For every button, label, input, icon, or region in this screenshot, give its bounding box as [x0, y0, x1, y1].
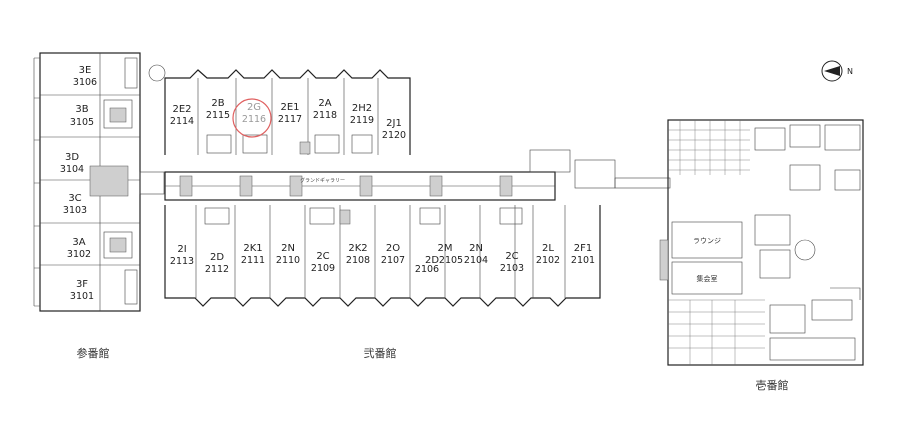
unit-number: 2102 — [536, 255, 560, 266]
unit-number: 3105 — [70, 117, 94, 128]
unit-code: 2C — [316, 251, 329, 262]
lounge-label: ラウンジ — [693, 237, 721, 245]
garden-tree — [148, 64, 166, 82]
unit-code: 2G — [247, 102, 261, 113]
unit-number: 2118 — [313, 110, 337, 121]
unit-number: 2105 — [439, 255, 463, 266]
unit-code: 3C — [68, 193, 81, 204]
unit-code: 3E — [79, 65, 92, 76]
unit-code: 2K1 — [243, 243, 262, 254]
unit-number: 2119 — [350, 115, 374, 126]
unit-number: 3101 — [70, 291, 94, 302]
unit-code: 2E2 — [172, 104, 191, 115]
unit-code: 2F1 — [574, 243, 592, 254]
unit-number: 3103 — [63, 205, 87, 216]
unit-2g-highlight — [232, 98, 272, 138]
unit-number: 2111 — [241, 255, 265, 266]
unit-code: 2J1 — [386, 118, 402, 129]
unit-code: 2O — [386, 243, 400, 254]
b3-b2-link — [139, 171, 165, 195]
unit-number: 2103 — [500, 263, 524, 274]
building-2-label: 弐番館 — [364, 346, 397, 360]
unit-code: 2N — [469, 243, 483, 254]
unit-number: 2112 — [205, 264, 229, 275]
building-1-label: 壱番館 — [756, 378, 789, 392]
unit-code: 3A — [72, 237, 85, 248]
unit-code: 3D — [65, 152, 79, 163]
unit-number: 3102 — [67, 249, 91, 260]
b2-top-units: 2E2 2114 2B 2115 2G 2116 2E1 2117 2A 211… — [170, 98, 406, 141]
unit-number: 3104 — [60, 164, 84, 175]
unit-number: 2117 — [278, 114, 302, 125]
building-1 — [659, 119, 864, 366]
unit-code: 3F — [76, 279, 88, 290]
unit-number: 2110 — [276, 255, 300, 266]
unit-code: 2L — [542, 243, 554, 254]
unit-code: 2D — [425, 255, 439, 266]
unit-code: 2A — [318, 98, 331, 109]
unit-number: 2101 — [571, 255, 595, 266]
corridor-label: グランドギャラリー — [300, 177, 345, 184]
unit-code: 2C — [505, 251, 518, 262]
b2-bottom-units: 2I 2113 2D 2112 2K1 2111 2N 2110 2C 2109… — [170, 243, 595, 275]
unit-code: 2H2 — [352, 103, 372, 114]
building-3 — [33, 52, 141, 312]
unit-code: 2E1 — [280, 102, 299, 113]
unit-code: 3B — [75, 104, 88, 115]
unit-code: 2K2 — [348, 243, 367, 254]
unit-number: 2104 — [464, 255, 488, 266]
building-3-label: 参番館 — [77, 346, 110, 360]
unit-number: 3106 — [73, 77, 97, 88]
unit-code: 2M — [438, 243, 453, 254]
unit-number: 2115 — [206, 110, 230, 121]
b3-units: 3E 3106 3B 3105 3D 3104 3C 3103 3A 3102 … — [60, 65, 97, 302]
unit-number: 2120 — [382, 130, 406, 141]
unit-number: 2113 — [170, 256, 194, 267]
unit-number: 2116 — [242, 114, 266, 125]
building-2: グランドギャラリー — [164, 69, 671, 307]
meeting-room-label: 集会室 — [697, 274, 718, 283]
unit-number: 2108 — [346, 255, 370, 266]
compass-label: N — [847, 67, 853, 76]
unit-number: 2106 — [415, 264, 439, 275]
unit-code: 2B — [211, 98, 224, 109]
compass-icon — [821, 60, 843, 82]
unit-code: 2D — [210, 252, 224, 263]
unit-code: 2I — [177, 244, 186, 255]
unit-number: 2109 — [311, 263, 335, 274]
unit-code: 2N — [281, 243, 295, 254]
unit-number: 2107 — [381, 255, 405, 266]
unit-number: 2114 — [170, 116, 194, 127]
